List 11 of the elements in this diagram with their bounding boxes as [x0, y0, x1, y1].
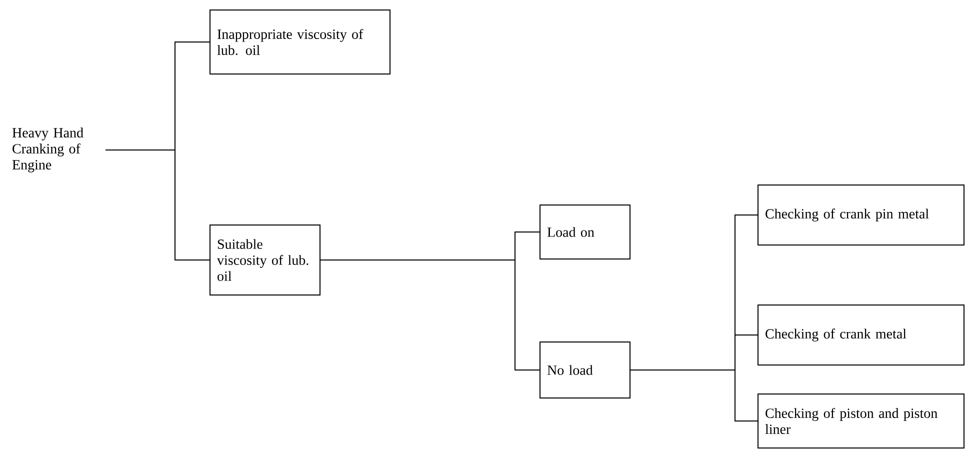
- cause-box: Suitable viscosity of lub. oil: [210, 224, 320, 296]
- cause-box: No load: [540, 342, 630, 398]
- cause-box: Checking of piston and piston liner: [758, 394, 964, 448]
- connector-line: [320, 260, 540, 370]
- connector-line: [105, 150, 210, 260]
- cause-box: Checking of crank pin metal: [758, 184, 964, 246]
- connector-line: [630, 370, 758, 422]
- cause-box: Inappropriate viscosity of lub. oil: [210, 10, 390, 74]
- cause-box: Load on: [540, 204, 630, 260]
- problem-label: Heavy Hand Cranking of Engine: [12, 128, 84, 172]
- cause-box: Checking of crank metal: [758, 304, 964, 366]
